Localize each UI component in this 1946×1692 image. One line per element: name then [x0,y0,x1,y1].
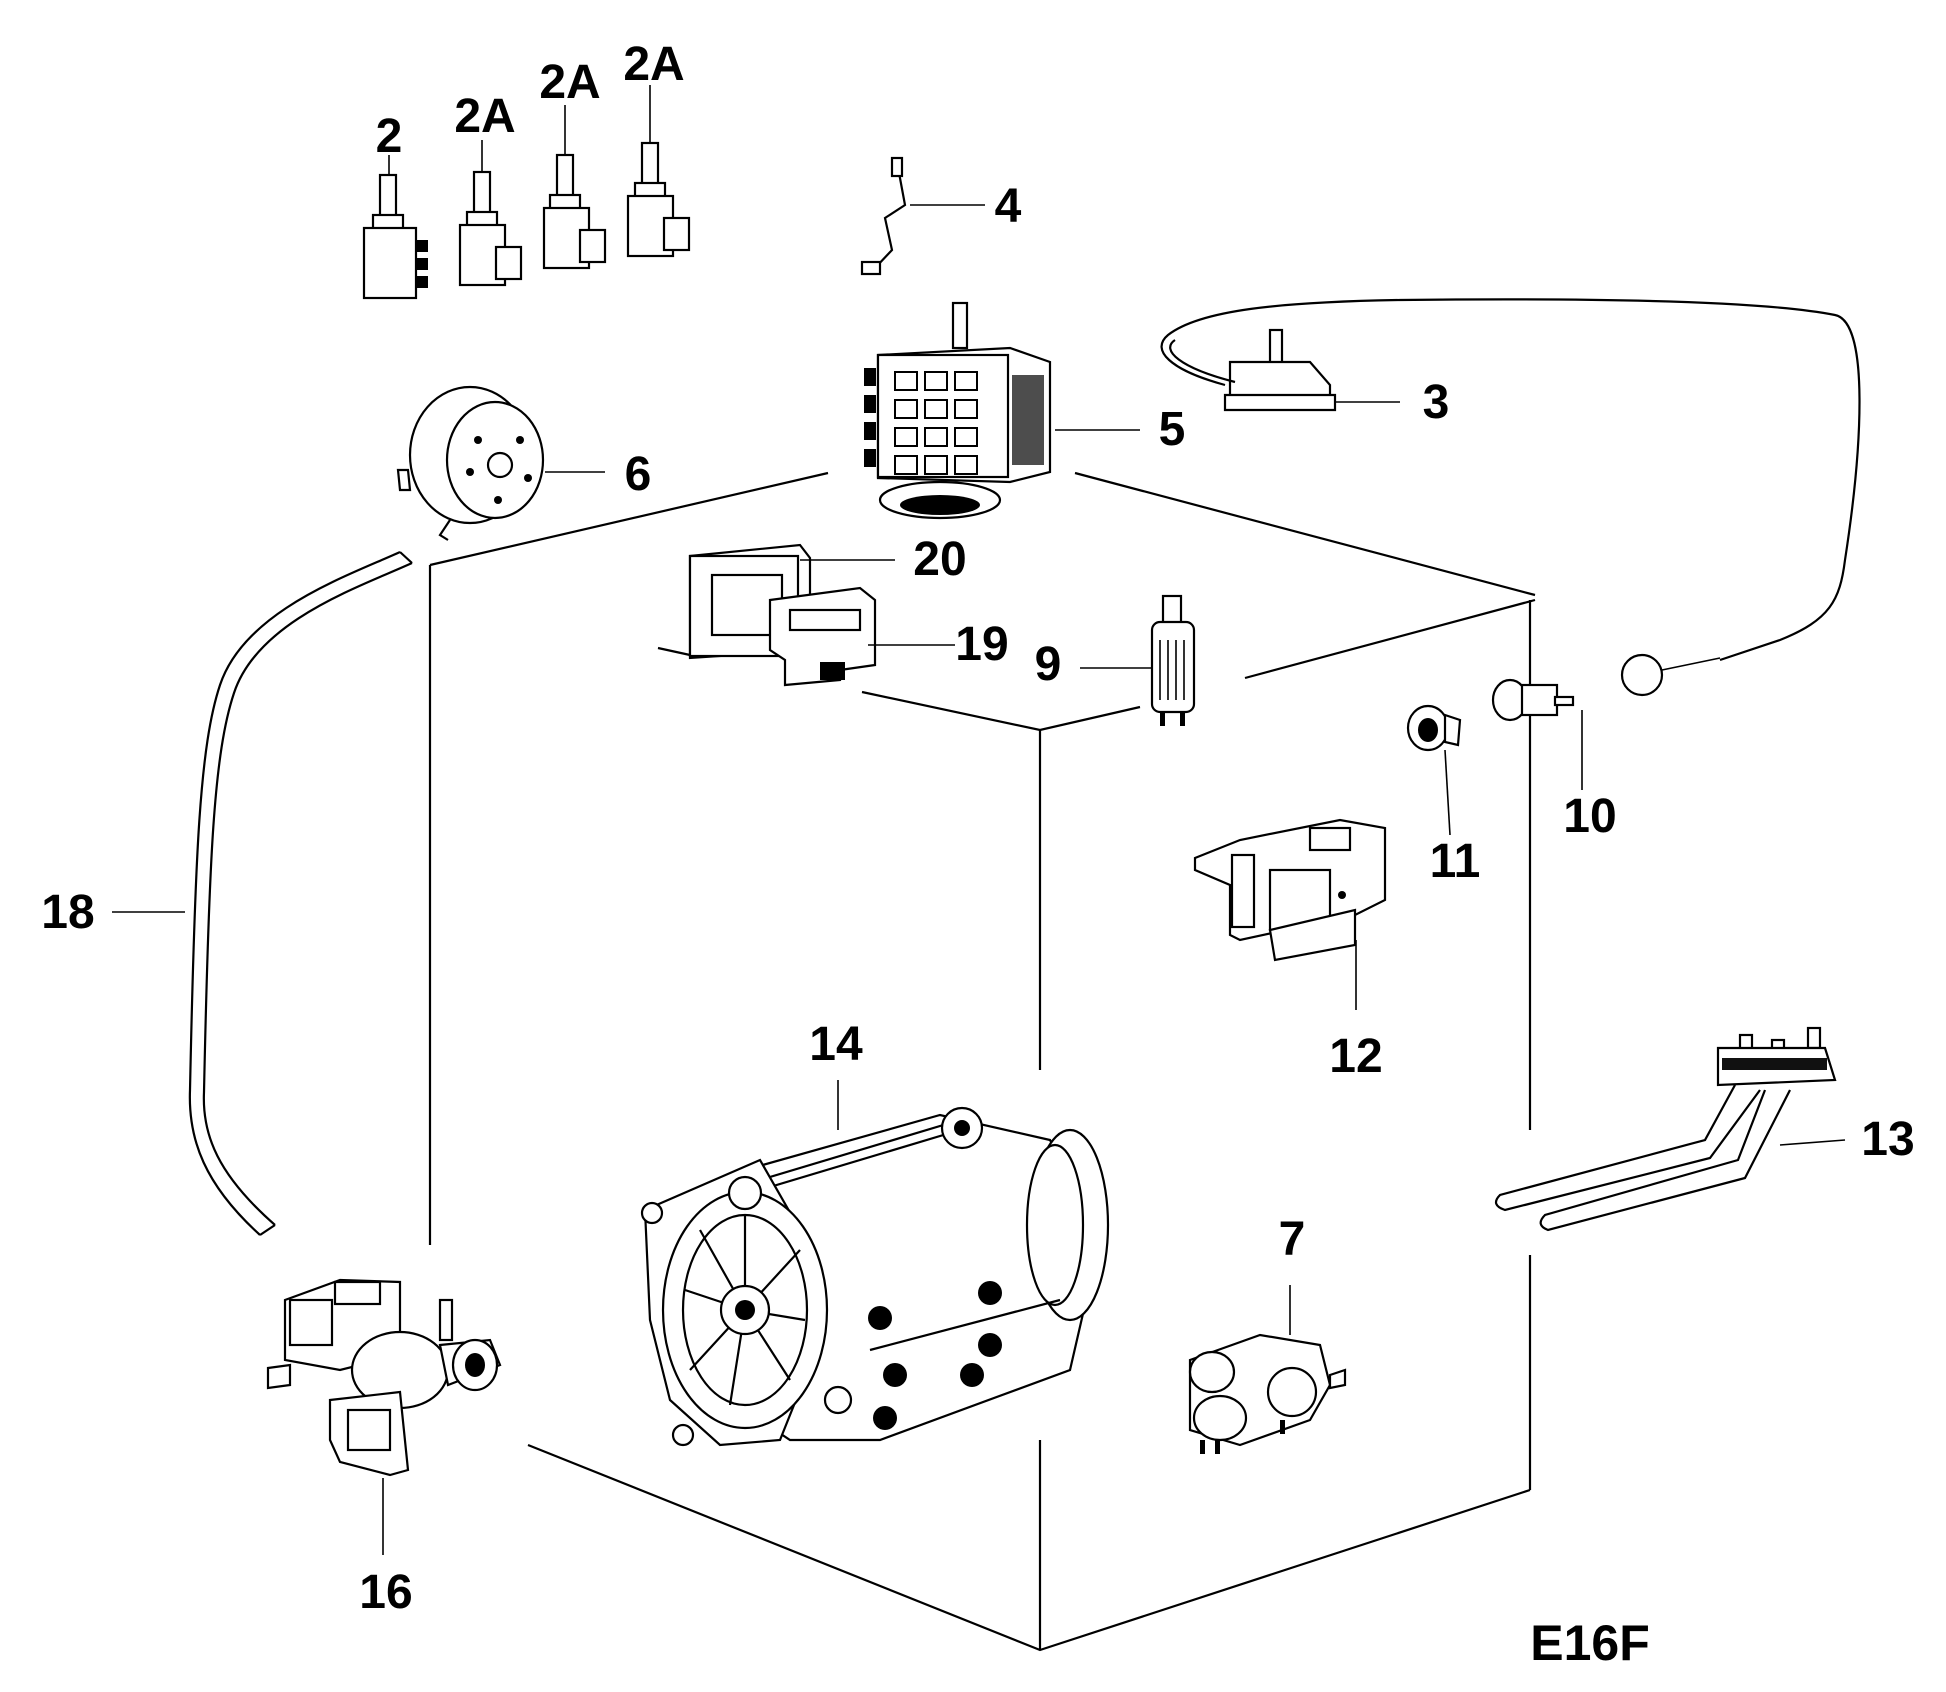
callout-13: 13 [1861,1113,1914,1166]
push-switch-2 [362,173,428,300]
hose-18 [112,551,413,1236]
callout-11: 11 [1430,835,1481,888]
thermostat-3 [1160,298,1861,697]
callout-12: 12 [1329,1030,1382,1083]
heating-element-13 [1494,1026,1846,1232]
water-valve-7 [1188,1285,1347,1454]
callout-19: 19 [955,618,1008,671]
callout-5: 5 [1159,403,1186,456]
door-lock-12 [1193,818,1387,1010]
switch-11 [1406,704,1462,836]
push-switch-2a-2 [542,153,607,270]
motor-unit-6 [396,385,605,541]
callout-2: 2 [376,110,403,163]
switch-10 [1491,678,1583,790]
callout-2a-2: 2A [539,56,600,109]
callout-18: 18 [41,886,94,939]
callout-6: 6 [625,448,652,501]
callout-14: 14 [809,1018,863,1071]
diagram-code: E16F [1530,1615,1650,1671]
interference-module-19 [768,586,955,687]
callout-7: 7 [1279,1213,1306,1266]
capacitor-9 [1080,594,1196,726]
wire-link-4 [860,156,985,276]
callout-10: 10 [1563,790,1616,843]
push-switch-2a-1 [458,170,523,287]
callout-16: 16 [359,1566,412,1619]
callout-20: 20 [913,533,966,586]
callout-9: 9 [1035,638,1062,691]
drain-pump-16 [266,1278,502,1555]
push-switch-2a-3 [626,141,691,258]
callout-2a-1: 2A [454,90,515,143]
drum-motor-14 [640,1080,1110,1447]
callout-2a-3: 2A [623,38,684,91]
programme-timer-5 [864,301,1140,520]
callout-4: 4 [995,180,1022,233]
callout-3: 3 [1423,376,1450,429]
